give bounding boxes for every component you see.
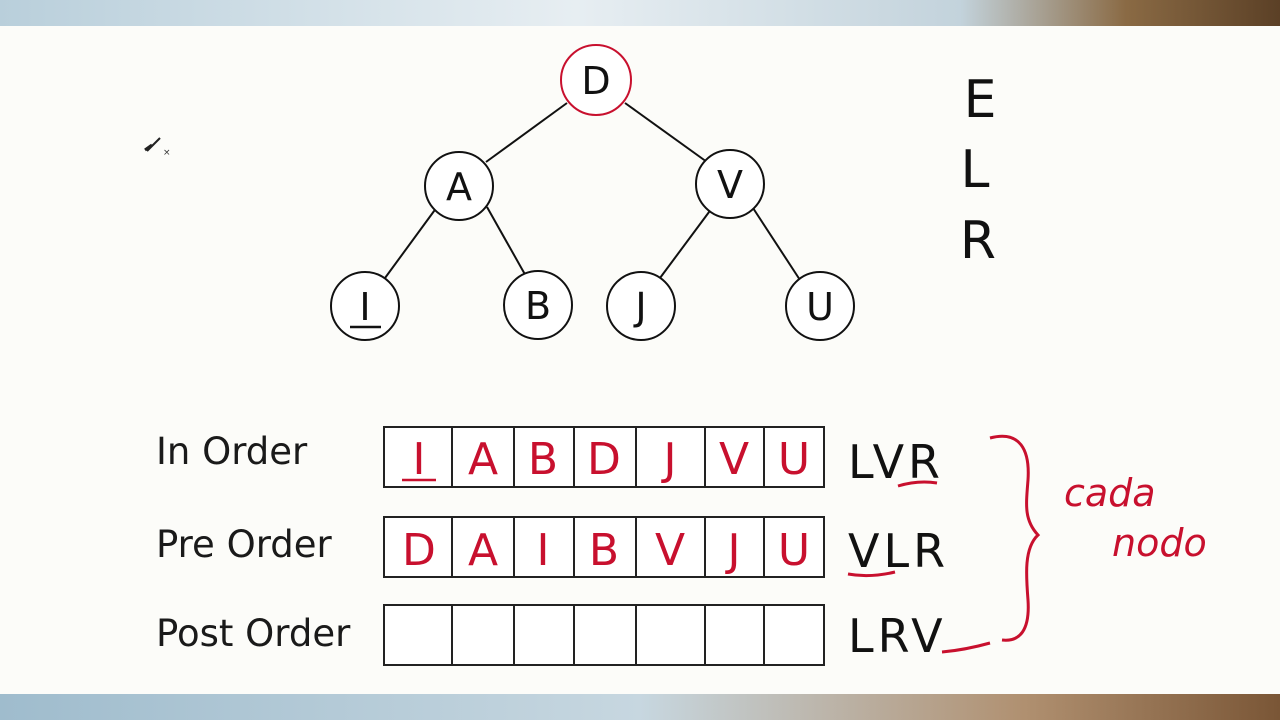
pre-order-label: Pre Order [156, 523, 332, 566]
pre-order-cell-7: U [778, 525, 810, 576]
edge-a-b [486, 206, 528, 279]
node-root-label: D [581, 59, 610, 103]
tree-edges [384, 102, 801, 281]
in-order-cell-2: A [468, 434, 498, 485]
post-order-v-underline [941, 641, 991, 654]
node-b-label: B [525, 284, 551, 328]
annotation-nodo: nodo [1112, 521, 1207, 565]
mnemonic-letter-l: L [961, 140, 990, 200]
node-i-circle [330, 271, 400, 341]
edge-d-a [485, 102, 568, 163]
post-order-label: Post Order [156, 612, 351, 655]
node-u-circle [785, 271, 855, 341]
pen-cursor-icon: × [144, 137, 171, 158]
background-top-strip [0, 0, 1280, 26]
background-bottom-strip [0, 694, 1280, 720]
in-order-pattern: LVR [848, 435, 944, 489]
node-v-label: V [717, 163, 743, 207]
whiteboard [0, 26, 1280, 694]
svg-text:×: × [163, 148, 171, 158]
in-order-cell-5: J [661, 434, 677, 485]
in-order-label: In Order [156, 430, 308, 473]
node-j-circle [606, 271, 676, 341]
pre-order-cell-2: A [468, 525, 498, 576]
pre-order-v-underline [847, 570, 896, 578]
in-order-cell-7: U [778, 434, 810, 485]
node-b-circle [503, 270, 573, 340]
node-i-label: I [359, 285, 370, 329]
post-order-pattern: LRV [848, 609, 947, 663]
node-u-label: U [806, 285, 834, 329]
in-order-grid [383, 426, 825, 488]
post-order-grid [383, 604, 825, 666]
mnemonic-letter-r: R [960, 211, 996, 271]
node-a-circle [424, 151, 494, 221]
edge-d-v [624, 102, 708, 163]
pre-order-cell-6: J [725, 525, 741, 576]
in-order-v-underline [897, 480, 938, 488]
pre-order-cell-3: I [537, 525, 550, 576]
annotation-cada: cada [1064, 471, 1156, 515]
node-root-circle [560, 44, 632, 116]
pre-order-cell-1: D [402, 525, 436, 576]
pre-order-cell-4: B [589, 525, 619, 576]
pre-order-cell-5: V [655, 525, 685, 576]
in-order-cell-6: V [719, 434, 749, 485]
in-order-cell-4: D [587, 434, 621, 485]
pre-order-pattern: VLR [848, 524, 949, 578]
pre-order-grid [383, 516, 825, 578]
curly-brace [989, 434, 1041, 642]
in-order-cell-1: I [413, 434, 426, 485]
edge-v-u [752, 207, 801, 281]
grid-dividers [451, 427, 765, 665]
edge-a-i [384, 206, 438, 279]
node-v-circle [695, 149, 765, 219]
in-order-cell-3: B [528, 434, 558, 485]
mnemonic-letter-e: E [964, 70, 997, 130]
node-a-label: A [446, 165, 472, 209]
node-j-label: J [633, 285, 646, 329]
edge-v-j [659, 207, 713, 279]
